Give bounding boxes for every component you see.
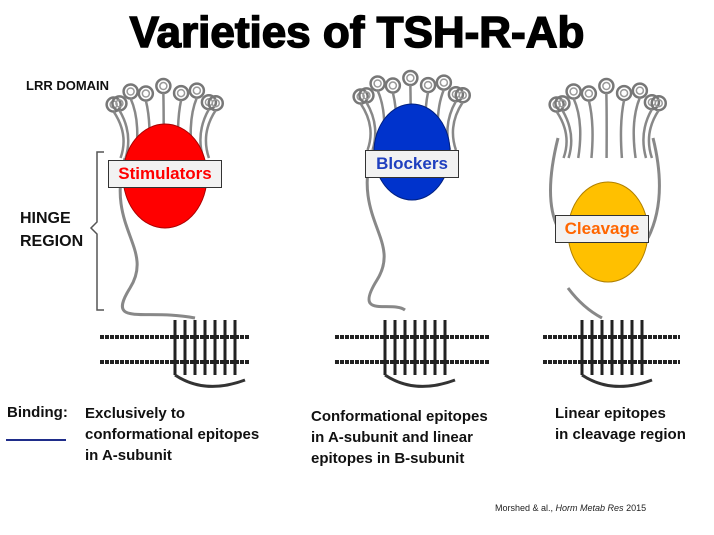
hinge-bracket [89,151,104,311]
lrr-strand [587,100,594,159]
lrr-coil [631,82,649,99]
lrr-coil [584,89,594,98]
c-terminal-tail [384,373,456,388]
lrr-coil [172,84,190,102]
lrr-coil [435,74,453,91]
description-line: conformational epitopes [85,426,260,443]
description-line: Conformational epitopes [311,408,488,425]
lrr-coil [402,69,419,87]
description-line: Linear epitopes [555,405,666,422]
lrr-strand [572,97,582,159]
c-terminal-tail [581,373,653,388]
lrr-coil [159,81,168,91]
lrr-coil [373,79,382,88]
lrr-coil [137,85,155,102]
lrr-coil [176,88,186,98]
lrr-coil [126,87,135,96]
stimulators-description: Exclusively to conformational epitopes i… [85,403,259,466]
hinge-strand [566,287,603,320]
lrr-coil [369,75,386,92]
lrr-coil [406,73,415,83]
lrr-strand [619,99,626,159]
blockers-description: Conformational epitopes in A-subunit and… [311,406,488,469]
lrr-strand [451,101,464,151]
lrr-coil [598,77,615,95]
lrr-coil [558,99,567,108]
hinge-label: HINGE [20,210,71,227]
lrr-domain-label: LRR DOMAIN [26,78,110,93]
cleavage-label: Cleavage [555,215,649,243]
lrr-coil [188,82,206,99]
lrr-coil [388,81,398,90]
lrr-coil [155,77,172,95]
lrr-coil [654,98,663,108]
description-line: in cleavage region [555,426,686,443]
lrr-coil [384,77,402,94]
slide-title: Varieties of TSH-R-Ab [129,7,585,58]
lrr-coil [362,91,371,100]
lrr-coil [192,86,202,95]
region-label: REGION [20,233,84,250]
lrr-coil [419,76,437,94]
stimulators-label: Stimulators [108,160,222,188]
c-terminal-tail [174,373,246,388]
lrr-coil [569,87,578,96]
citation-year: 2015 [623,503,647,513]
lrr-strand [204,109,217,159]
lrr-strand [561,109,573,159]
description-line: epitopes in B-subunit [311,450,465,467]
lrr-coil [211,98,220,108]
lrr-coil [115,99,124,108]
lrr-coil [619,88,629,98]
lrr-strand [555,110,568,159]
lrr-coil [565,83,582,100]
citation: Morshed & al., Horm Metab Res 2015 [495,503,646,513]
hinge-strand [118,157,196,320]
citation-authors: Morshed & al., [495,503,556,513]
lrr-coil [635,86,645,95]
binding-label: Binding: [7,404,68,421]
description-line: in A-subunit and linear [311,429,473,446]
lrr-coil [580,85,598,102]
description-line: Exclusively to [85,405,186,422]
lrr-strand [359,102,372,151]
lrr-coil [141,89,151,98]
lrr-coil [439,78,449,87]
lrr-strand [647,109,660,159]
cleavage-description: Linear epitopes in cleavage region [555,403,686,445]
lrr-strand [632,97,642,159]
description-line: in A-subunit [85,447,172,464]
lrr-coil [458,90,467,100]
lrr-strand [365,101,377,151]
lrr-strand [642,108,653,159]
lrr-coil [615,84,633,102]
lrr-coil [602,81,611,91]
lrr-strand [112,110,125,159]
lrr-coil [122,83,139,100]
blockers-label: Blockers [365,150,459,178]
lrr-coil [423,80,433,90]
citation-journal: Horm Metab Res [555,503,624,513]
lrr-coil [358,87,375,104]
hinge-strand [365,149,406,312]
